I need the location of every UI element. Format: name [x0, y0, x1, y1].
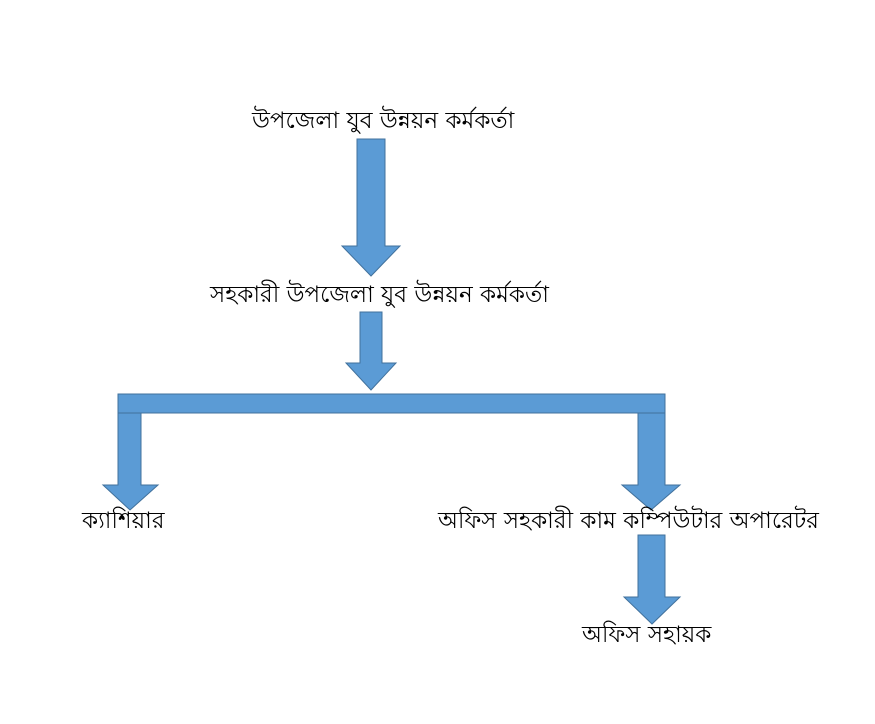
- node-upazila-youth-officer: উপজেলা যুব উন্নয়ন কর্মকর্তা: [252, 108, 515, 134]
- arrow-down-cashier: [101, 412, 160, 511]
- arrow-down-operator: [620, 412, 682, 511]
- arrow-down-2: [344, 311, 398, 391]
- arrow-down-1: [340, 138, 402, 277]
- node-cashier: ক্যাশিয়ার: [82, 508, 165, 534]
- arrow-down-office-assistant: [622, 534, 682, 625]
- branch-bar: [117, 393, 666, 414]
- node-office-assistant: অফিস সহায়ক: [582, 622, 712, 648]
- node-assistant-officer: সহকারী উপজেলা যুব উন্নয়ন কর্মকর্তা: [210, 282, 549, 308]
- node-computer-operator: অফিস সহকারী কাম কম্পিউটার অপারেটর: [438, 508, 819, 534]
